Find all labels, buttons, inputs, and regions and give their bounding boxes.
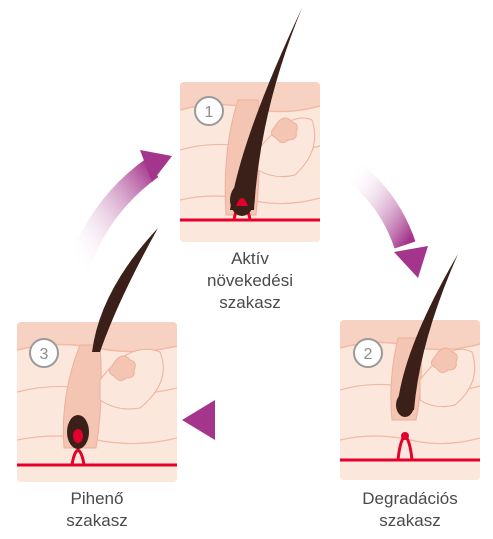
stage-3-label: Pihenő szakasz	[27, 488, 167, 532]
stage-1-label-line-2: növekedési	[180, 270, 320, 292]
stage-2-badge: 2	[354, 339, 382, 367]
stage-2-label: Degradációs szakasz	[340, 488, 480, 532]
arrow-degradation-to-rest	[182, 400, 325, 440]
stage-2-panel	[340, 254, 480, 480]
stage-3-label-line-1: Pihenő	[27, 488, 167, 510]
arrow-rest-to-active	[78, 150, 172, 268]
stage-2-label-line-1: Degradációs	[340, 488, 480, 510]
stage-2-number: 2	[364, 346, 373, 363]
stage-3-badge: 3	[30, 339, 58, 367]
stage-1-badge: 1	[195, 97, 223, 125]
stage-2-label-line-2: szakasz	[340, 510, 480, 532]
stage-3-number: 3	[40, 346, 49, 363]
arrow-active-to-degradation	[352, 170, 428, 278]
stage-1-panel	[180, 8, 320, 242]
stage-1-number: 1	[205, 104, 214, 121]
stage-1-label: Aktív növekedési szakasz	[180, 248, 320, 314]
stage-3-label-line-2: szakasz	[27, 510, 167, 532]
stage-1-label-line-3: szakasz	[180, 292, 320, 314]
stage-1-label-line-1: Aktív	[180, 248, 320, 270]
